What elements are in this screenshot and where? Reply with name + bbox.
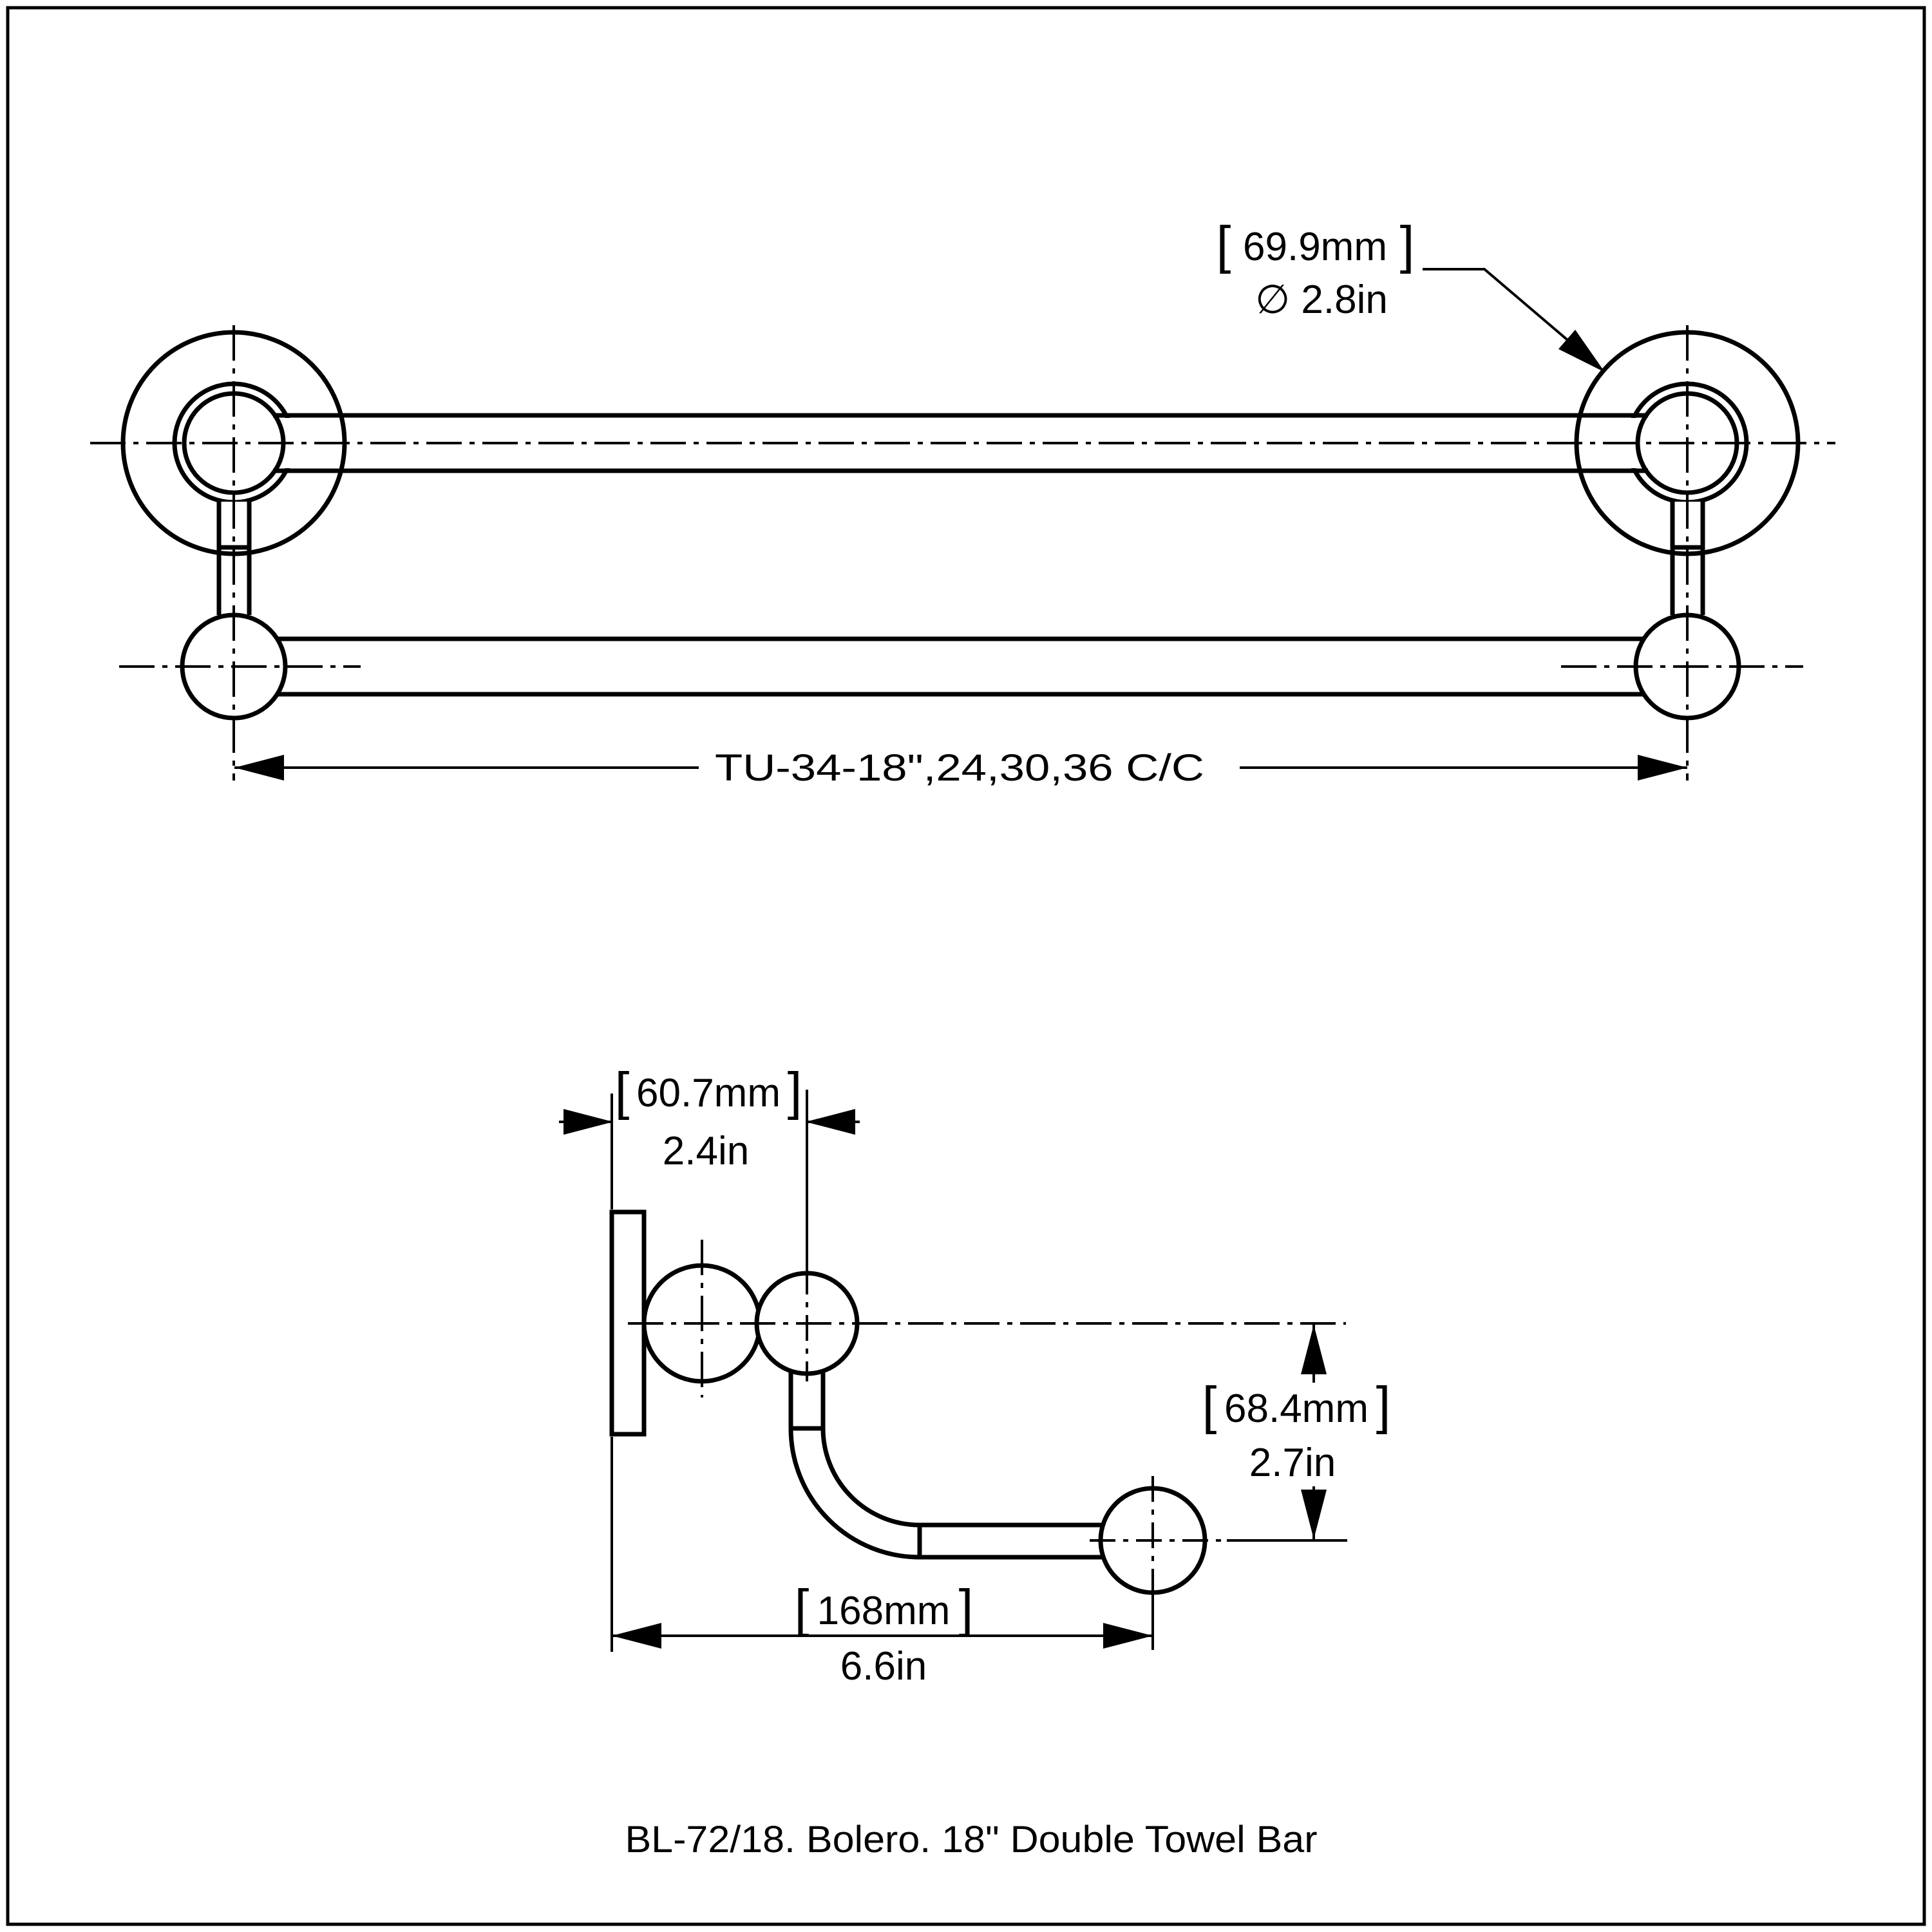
reach-dimension	[612, 1623, 1153, 1649]
height-metric-label: 68.4mm	[1224, 1387, 1368, 1431]
depth-arrow-left	[564, 1109, 613, 1135]
depth-metric-label: 60.7mm	[636, 1071, 781, 1115]
elbow-outer-curve	[788, 1428, 920, 1560]
depth-bracket-right: ]	[788, 1062, 802, 1121]
reach-arrow-left	[612, 1623, 661, 1649]
page-border	[6, 6, 1926, 1926]
reach-arrow-right	[1103, 1623, 1153, 1649]
diameter-imperial-label: ∅ 2.8in	[1255, 278, 1388, 322]
depth-imperial-label: 2.4in	[663, 1129, 749, 1173]
diameter-leader-arrow	[1558, 330, 1605, 372]
cc-arrow-left	[234, 755, 284, 781]
diameter-leader-line	[1423, 268, 1586, 355]
lower-bar-body	[278, 641, 1643, 692]
height-arrow-bottom	[1301, 1490, 1327, 1539]
diameter-bracket-right: ]	[1400, 216, 1415, 274]
reach-metric-label: 168mm	[817, 1589, 951, 1633]
reach-bracket-left: [	[795, 1579, 810, 1638]
depth-dimension	[559, 1094, 860, 1652]
height-arrow-top	[1301, 1325, 1327, 1374]
side-view-centerlines	[628, 1090, 1347, 1650]
reach-imperial-label: 6.6in	[840, 1644, 927, 1689]
diameter-metric-label: 69.9mm	[1243, 225, 1387, 269]
cc-arrow-right	[1638, 755, 1687, 781]
reach-bracket-right: ]	[959, 1579, 974, 1638]
drawing-caption: BL-72/18. Bolero. 18" Double Towel Bar	[625, 1819, 1318, 1861]
diameter-callout: [ 69.9mm ] ∅ 2.8in	[1217, 216, 1605, 372]
cc-dimension	[234, 755, 1687, 781]
cc-dimension-label: TU-34-18",24,30,36 C/C	[715, 747, 1204, 789]
height-dimension	[1301, 1325, 1327, 1539]
height-imperial-label: 2.7in	[1249, 1441, 1336, 1485]
height-bracket-right: ]	[1376, 1376, 1391, 1435]
front-view-centerlines	[90, 325, 1835, 781]
elbow-inner-curve	[820, 1428, 920, 1528]
height-bracket-left: [	[1202, 1376, 1217, 1435]
diameter-bracket-left: [	[1217, 216, 1231, 274]
depth-arrow-right	[806, 1109, 855, 1135]
depth-bracket-left: [	[615, 1062, 630, 1121]
